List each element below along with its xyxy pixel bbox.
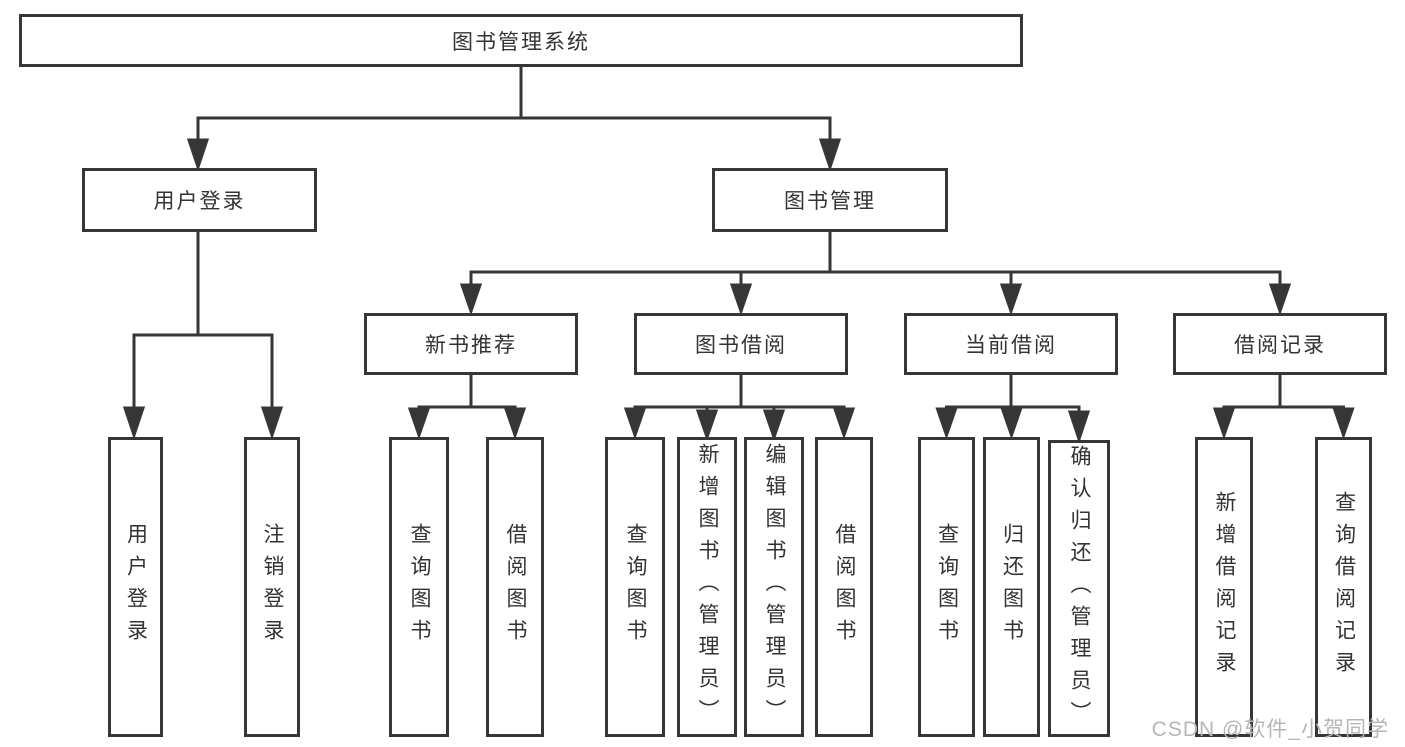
leaf-add-borrow-record: 新增借阅记录	[1195, 437, 1253, 737]
leaf-return-books: 归还图书	[983, 437, 1040, 737]
leaf-label: 编辑图书（管理员）	[763, 443, 786, 731]
leaf-label: 查询图书	[624, 523, 647, 651]
node-label: 图书管理系统	[452, 30, 590, 54]
leaf-label: 新增图书（管理员）	[696, 443, 719, 731]
leaf-edit-book-admin: 编辑图书（管理员）	[744, 437, 804, 737]
leaf-label: 归还图书	[1000, 523, 1024, 651]
leaf-label: 查询图书	[935, 523, 959, 651]
node-book-borrowing: 图书借阅	[634, 313, 848, 375]
leaf-user-login: 用户登录	[108, 437, 163, 737]
node-borrow-records: 借阅记录	[1173, 313, 1387, 375]
node-current-borrowing: 当前借阅	[904, 313, 1118, 375]
leaf-borrow-books-recommend: 借阅图书	[486, 437, 544, 737]
node-label: 借阅记录	[1234, 334, 1326, 357]
leaf-borrow-books-borrowing: 借阅图书	[815, 437, 873, 737]
leaf-label: 查询图书	[408, 523, 431, 651]
leaf-label: 新增借阅记录	[1213, 491, 1236, 683]
leaf-label: 注销登录	[261, 523, 284, 651]
leaf-label: 查询借阅记录	[1332, 491, 1356, 683]
node-book-management: 图书管理	[712, 168, 948, 232]
leaf-logout: 注销登录	[244, 437, 300, 737]
node-label: 新书推荐	[425, 334, 517, 357]
leaf-label: 确认归还（管理员）	[1068, 444, 1091, 733]
leaf-query-books-recommend: 查询图书	[389, 437, 449, 737]
node-new-book-recommend: 新书推荐	[364, 313, 578, 375]
leaf-query-borrow-record: 查询借阅记录	[1315, 437, 1372, 737]
leaf-confirm-return-admin: 确认归还（管理员）	[1048, 440, 1110, 737]
leaf-label: 用户登录	[124, 523, 148, 651]
node-label: 图书管理	[784, 190, 876, 213]
leaf-label: 借阅图书	[833, 523, 856, 651]
node-library-system: 图书管理系统	[19, 14, 1023, 67]
leaf-query-books-borrowing: 查询图书	[605, 437, 665, 737]
node-user-login-branch: 用户登录	[82, 168, 317, 232]
node-label: 图书借阅	[695, 334, 787, 357]
leaf-label: 借阅图书	[504, 523, 527, 651]
node-label: 用户登录	[153, 190, 246, 213]
csdn-watermark: CSDN @软件_小贺同学	[1151, 718, 1389, 741]
leaf-query-books-current: 查询图书	[918, 437, 975, 737]
node-label: 当前借阅	[965, 334, 1057, 357]
leaf-add-book-admin: 新增图书（管理员）	[677, 437, 737, 737]
